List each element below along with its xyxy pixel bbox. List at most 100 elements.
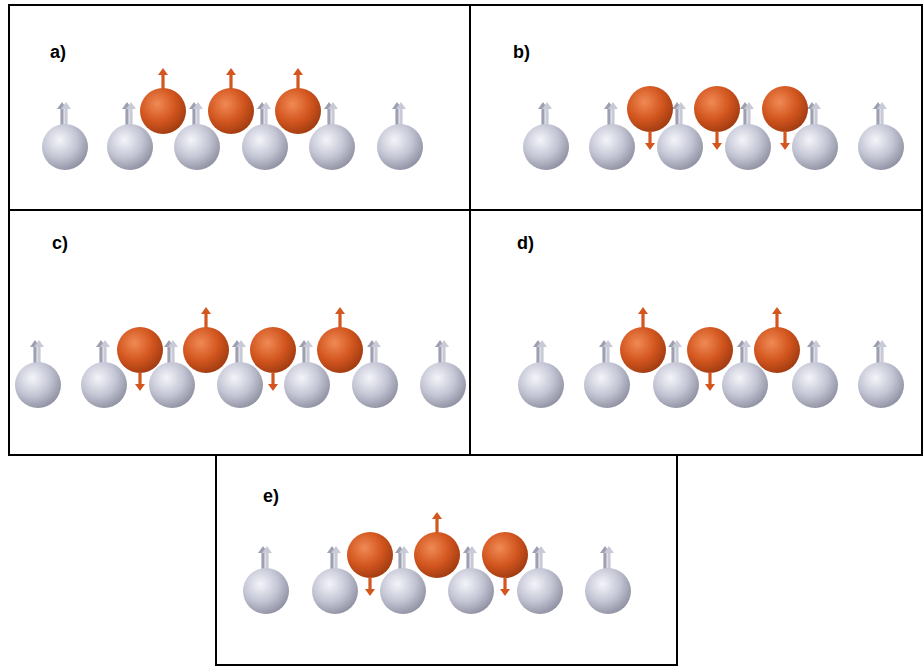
panel-label: e)	[263, 486, 279, 507]
adatom	[687, 327, 733, 373]
spin-arrow-head	[168, 340, 178, 347]
spin-arrow	[545, 108, 548, 126]
spin-arrow	[675, 346, 678, 364]
panel-label: c)	[52, 233, 68, 254]
substrate-atom	[242, 124, 288, 170]
spin-arrow-head	[135, 384, 145, 391]
substrate-atom	[584, 362, 630, 408]
spin-arrow	[368, 577, 371, 590]
spin-arrow-head	[100, 340, 110, 347]
adatom	[347, 532, 393, 578]
substrate-atom	[174, 124, 220, 170]
spin-arrow	[708, 372, 711, 385]
spin-arrow-head	[61, 102, 71, 109]
spin-arrow	[641, 313, 644, 328]
spin-arrow-head	[268, 384, 278, 391]
spin-arrow	[539, 552, 542, 570]
spin-arrow	[374, 346, 377, 364]
adatom	[275, 88, 321, 134]
spin-arrow-head	[331, 546, 341, 553]
spin-arrow-head	[365, 589, 375, 596]
spin-arrow	[265, 552, 268, 570]
spin-arrow	[331, 108, 334, 126]
panel-label: a)	[50, 42, 66, 63]
spin-arrow-head	[877, 102, 887, 109]
panel-label: d)	[517, 233, 534, 254]
spin-arrow-head	[335, 307, 345, 314]
substrate-atom	[81, 362, 127, 408]
spin-arrow-head	[193, 102, 203, 109]
spin-arrow-head	[604, 546, 614, 553]
spin-arrow	[103, 346, 106, 364]
substrate-atom	[523, 124, 569, 170]
substrate-atom	[858, 362, 904, 408]
spin-arrow	[64, 108, 67, 126]
spin-arrow-head	[236, 340, 246, 347]
spin-arrow	[229, 74, 232, 89]
spin-arrow	[138, 372, 141, 385]
spin-arrow	[606, 346, 609, 364]
spin-arrow	[271, 372, 274, 385]
spin-arrow-head	[536, 546, 546, 553]
spin-arrow	[470, 552, 473, 570]
spin-arrow-head	[399, 546, 409, 553]
substrate-atom	[792, 362, 838, 408]
spin-arrow-head	[371, 340, 381, 347]
spin-arrow-head	[744, 102, 754, 109]
spin-arrow-head	[877, 340, 887, 347]
spin-arrow	[747, 108, 750, 126]
substrate-atom	[585, 568, 631, 614]
spin-arrow	[435, 518, 438, 533]
spin-arrow-head	[645, 143, 655, 150]
panel-box: b)	[469, 4, 923, 211]
substrate-atom	[284, 362, 330, 408]
spin-arrow-head	[500, 589, 510, 596]
substrate-atom	[149, 362, 195, 408]
spin-arrow-head	[603, 340, 613, 347]
spin-arrow-head	[303, 340, 313, 347]
substrate-atom	[217, 362, 263, 408]
spin-arrow-head	[396, 102, 406, 109]
substrate-atom	[107, 124, 153, 170]
spin-arrow	[775, 313, 778, 328]
adatom	[762, 86, 808, 132]
adatom	[754, 327, 800, 373]
substrate-atom	[858, 124, 904, 170]
substrate-atom	[380, 568, 426, 614]
spin-arrow-head	[542, 102, 552, 109]
substrate-atom	[589, 124, 635, 170]
spin-arrow	[783, 131, 786, 144]
spin-arrow	[334, 552, 337, 570]
spin-arrow	[503, 577, 506, 590]
panel-box: d)	[469, 209, 923, 456]
spin-arrow-head	[705, 384, 715, 391]
spin-arrow-head	[201, 307, 211, 314]
spin-arrow-head	[328, 102, 338, 109]
substrate-atom	[377, 124, 423, 170]
adatom	[140, 88, 186, 134]
substrate-atom	[722, 362, 768, 408]
panel-box: a)	[8, 4, 471, 211]
spin-arrow-head	[158, 68, 168, 75]
substrate-atom	[42, 124, 88, 170]
spin-arrow-head	[780, 143, 790, 150]
spin-arrow-head	[676, 102, 686, 109]
spin-arrow-head	[811, 102, 821, 109]
substrate-atom	[657, 124, 703, 170]
adatom	[250, 327, 296, 373]
spin-arrow	[306, 346, 309, 364]
substrate-atom	[725, 124, 771, 170]
substrate-atom	[653, 362, 699, 408]
spin-arrow	[296, 74, 299, 89]
spin-arrow-head	[638, 307, 648, 314]
panel-box: e)	[215, 454, 678, 666]
spin-arrow	[814, 346, 817, 364]
spin-arrow	[715, 131, 718, 144]
spin-arrow-head	[467, 546, 477, 553]
adatom	[317, 327, 363, 373]
adatom	[208, 88, 254, 134]
substrate-atom	[518, 362, 564, 408]
spin-arrow	[607, 552, 610, 570]
spin-arrow-head	[712, 143, 722, 150]
